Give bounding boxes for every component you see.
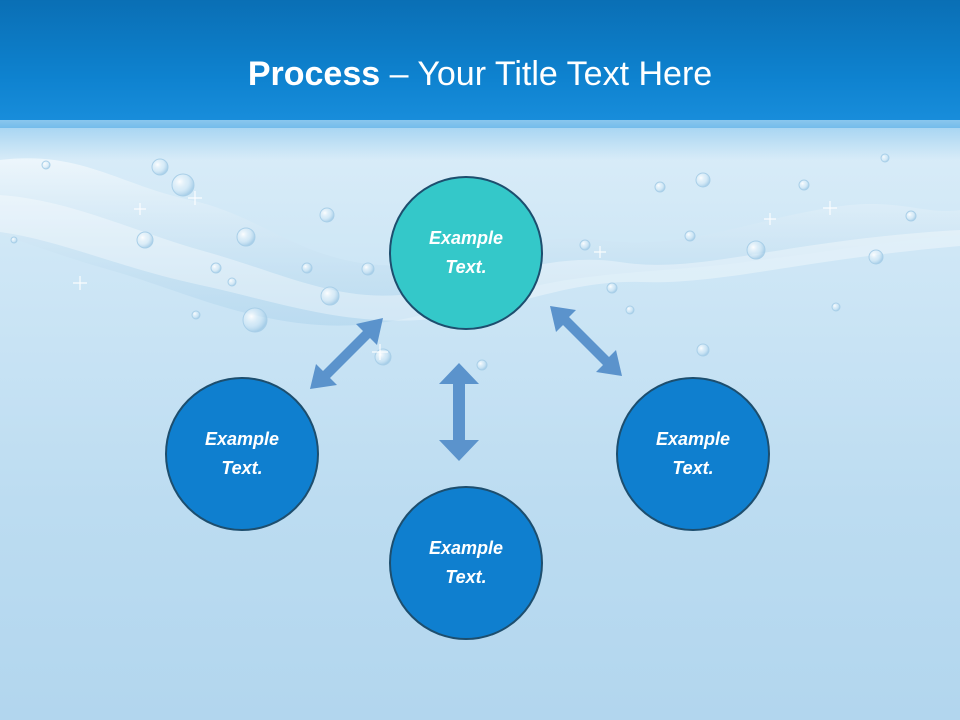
arrow-top-right (550, 306, 622, 376)
node-top-label: Example Text. (428, 228, 504, 277)
title-dash: – (380, 55, 418, 93)
node-bottom-label: Example Text. (428, 538, 504, 587)
process-node-top: Example Text. (389, 176, 543, 330)
arrow-top-left (310, 318, 383, 389)
process-node-right: Example Text. (616, 377, 770, 531)
node-left-label: Example Text. (204, 429, 280, 478)
node-right-label: Example Text. (655, 429, 731, 478)
process-node-left: Example Text. (165, 377, 319, 531)
title-bar-glow (0, 120, 960, 160)
title-rest: Your Title Text Here (417, 55, 713, 93)
process-node-bottom: Example Text. (389, 486, 543, 640)
title-bar (0, 0, 960, 128)
arrow-top-bottom (439, 363, 479, 461)
title-bold: Process (247, 55, 381, 93)
slide-title: Process – Your Title Text Here (0, 52, 960, 96)
